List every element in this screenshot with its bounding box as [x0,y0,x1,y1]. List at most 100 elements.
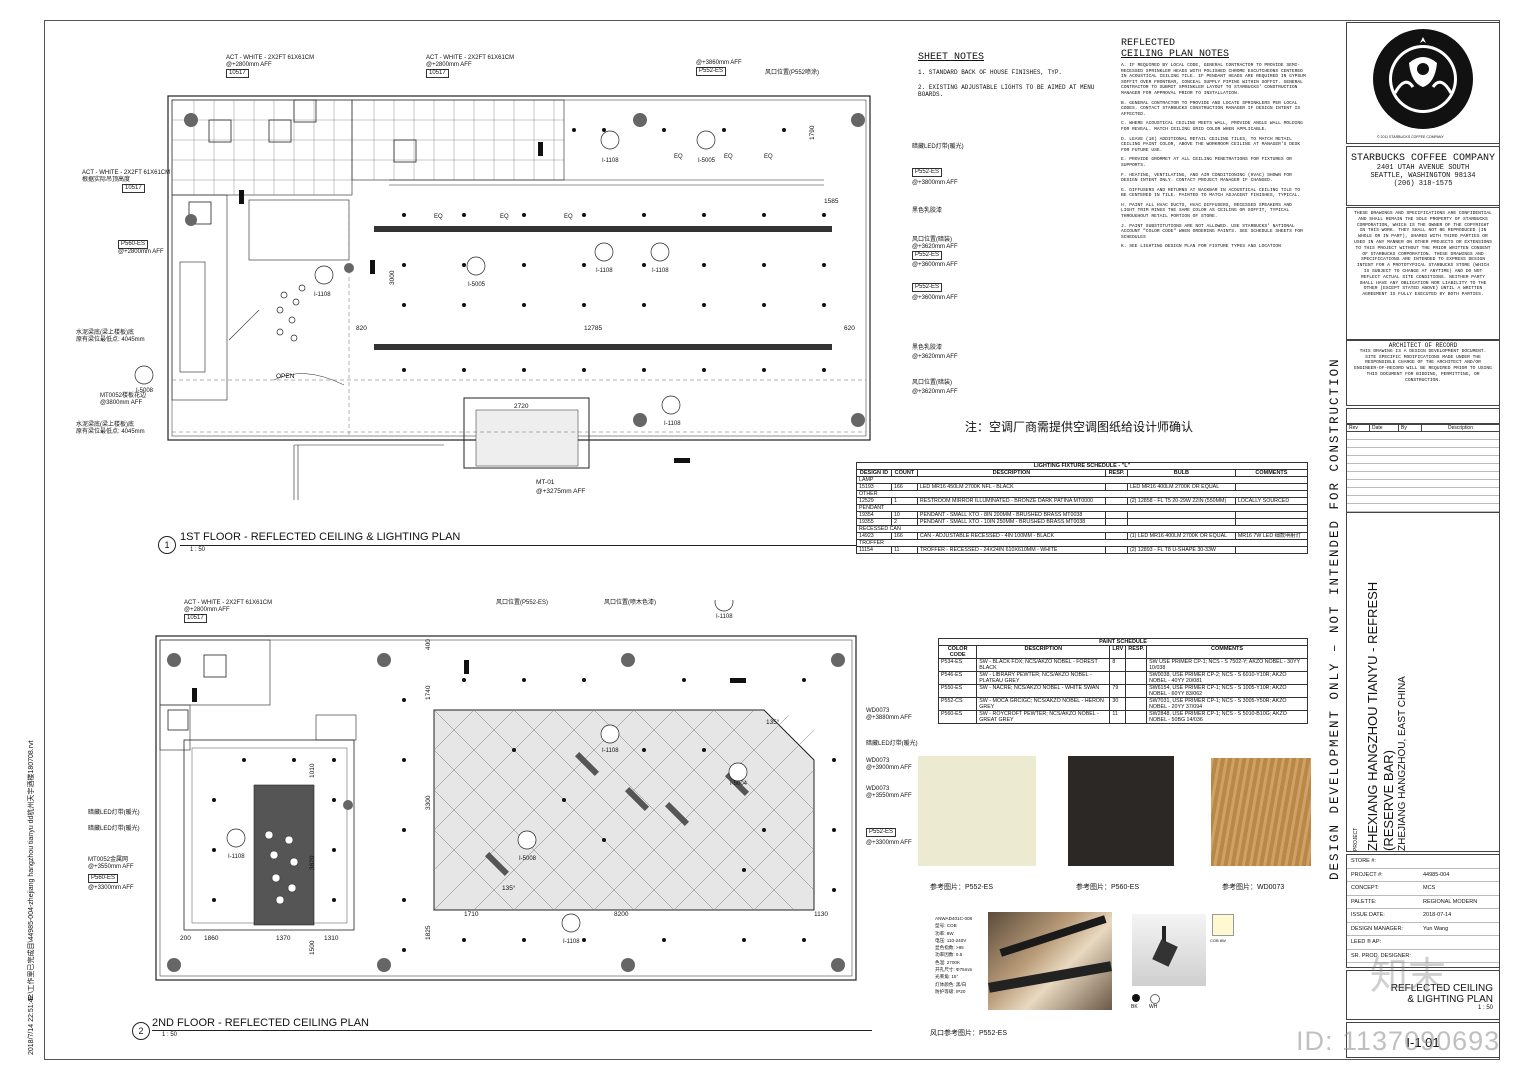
svg-text:EQ: EQ [564,214,573,220]
spec-line: 灯体颜色: 黑/白 [935,981,967,987]
watermark-id: ID: 1137090693 [1296,1026,1501,1056]
spec-line: 显色指数: >85 [935,945,964,951]
dim-label: 1500 [309,940,316,955]
architect-of-record-box: ARCHITECT OF RECORD THIS DRAWING IS A DE… [1346,340,1500,406]
svg-text:I-5008: I-5008 [136,388,154,394]
project-name-box: PROJECT ZHEXIANG HANGZHOU TIANYU - REFRE… [1346,512,1500,852]
spec-line: 色温: 2700K [935,959,961,965]
white-finish-dot [1150,994,1160,1004]
plan2-number: 2 [132,1022,150,1040]
vent-reference-label: 风口参考图片：P552-ES [930,1030,1008,1037]
schedule-group-row: PENDANT [856,504,1308,512]
swatch2-label: 参考图片：P560-ES [1076,884,1140,891]
svg-text:1790: 1790 [809,125,816,140]
metal-mesh-ceiling [253,784,315,926]
svg-text:EQ: EQ [724,154,733,160]
black-finish-dot [1132,994,1140,1002]
svg-text:I-1108: I-1108 [716,614,733,620]
led-cove-strip [374,344,832,350]
svg-text:I-1108: I-1108 [664,421,681,427]
plan2-title: 2ND FLOOR - REFLECTED CEILING PLAN [152,1017,369,1029]
svg-text:I-5005: I-5005 [468,282,486,288]
swatch1-label: 参考图片：P552-ES [930,884,994,891]
svg-text:I-1108: I-1108 [652,268,669,274]
floor1-outline [167,95,871,441]
svg-text:I-1108: I-1108 [314,292,331,298]
svg-text:OPEN: OPEN [276,373,295,380]
hvac-note: 注：空调厂商需提供空调图纸给设计师确认 [965,420,1194,434]
spec-line: 防护等级: IP20 [935,988,966,994]
dim-label: 1710 [464,911,479,918]
dim-label: 1825 [425,925,432,940]
project-field-row: DESIGN MANAGER:Yun Wang [1347,923,1499,936]
svg-text:I-1108: I-1108 [602,748,619,754]
confidentiality-notice: THESE DRAWINGS AND SPECIFICATIONS ARE CO… [1346,207,1500,340]
svg-text:I-5004: I-5004 [730,781,748,787]
dim-label: 400 [425,639,432,650]
act-label: ACT - WHITE - 2X2FT 61X61CM [226,55,315,61]
svg-text:620: 620 [844,325,855,332]
dim-label: 1740 [425,685,432,700]
svg-text:I-1108: I-1108 [228,854,245,860]
project-field-row: LEED ® AP: [1347,936,1499,950]
lighting-fixture-schedule: LIGHTING FIXTURE SCHEDULE - "L" DESIGN I… [856,462,1309,554]
project-field-row: ISSUE DATE:2018-07-14 [1347,909,1499,923]
swatch3-label: 参考图片：WD0073 [1222,884,1285,891]
project-field-row: PROJECT #:44985-004 [1347,869,1499,882]
svg-text:EQ: EQ [764,154,773,160]
schedule-group-row: TROFFER [856,539,1308,547]
dim-label: 135° [766,718,780,726]
swatch-p552 [918,756,1036,866]
spec-line: 功率: 8W [935,930,954,936]
led-cove-strip [374,226,832,232]
plan1-number: 1 [158,536,176,554]
swatch-wd0073 [1211,758,1311,866]
logo-box: © 2011 STARBUCKS COFFEE COMPANY [1346,22,1500,144]
svg-text:@+3275mm AFF: @+3275mm AFF [536,488,585,495]
svg-text:EQ: EQ [674,154,683,160]
spotlight-product-image [1132,914,1206,986]
project-field-row: STORE #: [1347,855,1499,869]
svg-text:I-1108: I-1108 [563,939,580,945]
dim-label: 1310 [324,935,339,942]
vent-reference-photo [988,912,1112,1010]
svg-text:MT-01: MT-01 [536,479,555,486]
svg-text:2720: 2720 [514,403,529,410]
dim-label: 8200 [614,911,629,918]
dim-label: 1860 [204,935,219,942]
svg-text:1585: 1585 [824,198,839,205]
file-path-text: E:\工作里已完成目\44985-004-zhejiang hangzhou t… [28,740,35,1000]
sheet-notes: SHEET NOTES 1. STANDARD BACK OF HOUSE FI… [918,52,1095,98]
svg-text:I-1108: I-1108 [596,268,613,274]
project-name: ZHEXIANG HANGZHOU TIANYU - REFRESH [1365,581,1380,851]
sheet-number-box: I-1 01 [1346,1022,1500,1058]
ceiling-plan-notes: REFLECTED CEILING PLAN NOTES A. IF REQUI… [1121,38,1306,250]
dim-label: 135° [502,884,516,892]
svg-text:EQ: EQ [434,214,443,220]
schedule-group-row: RECESSED CAN [856,525,1308,533]
plan1-scale: 1 : 50 [190,547,206,553]
project-field-row: CONCEPT:MCS [1347,882,1499,896]
section-tag: I-1108 [602,158,619,164]
dim-label: 1370 [276,935,291,942]
sheet-title-box: REFLECTED CEILING & LIGHTING PLAN 1 : 50 [1346,970,1500,1020]
project-field-row: SR. PROD. DESIGNER: [1347,950,1499,963]
timestamp-text: 2018/7/14 22:51:42 [28,994,35,1055]
svg-text:I-5005: I-5005 [698,158,716,164]
svg-text:EQ: EQ [500,214,509,220]
spec-line: 功率因数: 0.5 [935,952,963,958]
dim-label: 1010 [309,763,316,778]
